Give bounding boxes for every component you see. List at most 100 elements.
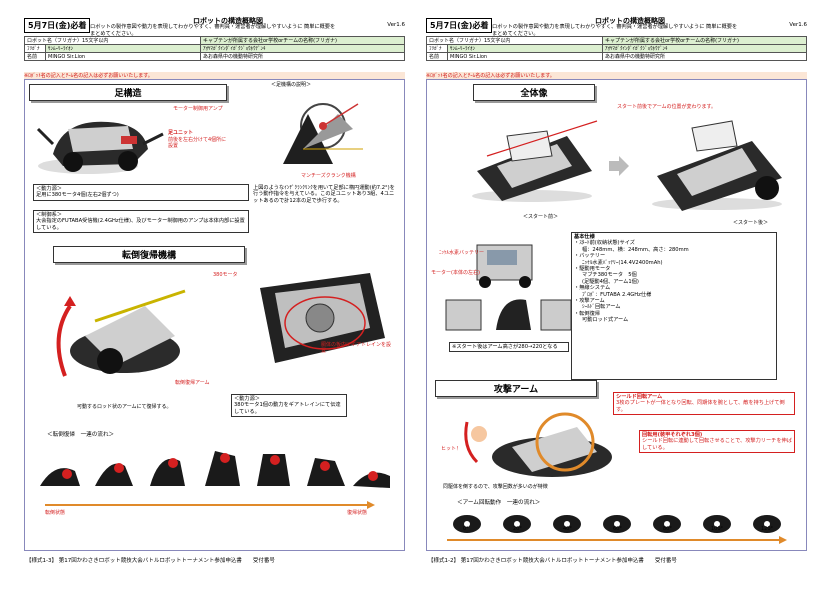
spec-line: ・ｽﾀｰﾄ前(収納状態)サイズ	[574, 240, 635, 247]
team-name: あお森県中の機動特研究所	[602, 52, 807, 61]
page-2: 5月7日(金)必着 ロボットの構造概略図 ロボットの製作意図や動力を表現してわか…	[420, 16, 813, 564]
page-title: ロボットの構造概略図	[595, 17, 665, 25]
spec-line: ﾌﾟﾛﾎﾟ：FUTABA 2.4GHz仕様	[582, 291, 652, 298]
version-label: Ver1.6	[387, 22, 405, 28]
robot-name-header: ロボット名（フリガナ）15文字以内	[24, 36, 201, 45]
angle-80: 80°	[663, 526, 672, 532]
team-furigana: ｱｵﾔﾏｶﾞｸｲﾝﾀﾞｲｶﾞｸｼﾞｮｳﾎｳﾃﾞﾝｷ	[200, 44, 405, 53]
form-footer: 【様式1-2】 第17回かわさきロボット競技大会バトルロボットトーナメント参加申…	[428, 558, 677, 564]
spec-line: ・バッテリー	[574, 253, 606, 260]
shield-title: シールド回転アーム	[616, 394, 663, 400]
team-furigana: ｱｵﾔﾏｶﾞｸｲﾝﾀﾞｲｶﾞｸｼﾞｮｳﾎｳﾃﾞﾝｷ	[602, 44, 807, 53]
leg-unit-note: 前後を左右分けて4個所に設置	[168, 137, 227, 149]
transition-arrow	[609, 156, 629, 176]
crank-diagram	[263, 94, 373, 174]
spec-line: ・駆動用モータ	[574, 266, 611, 273]
gear-train-label: 胴体の板内にギアトレインを設置	[321, 342, 392, 354]
height-note: ※スタート後はアーム高さが280→220となる	[449, 342, 569, 353]
page-title: ロボットの構造概略図	[193, 17, 263, 25]
robot-name: MINGO Sir.Lion	[45, 52, 201, 61]
recovery-end-label: 復帰状態	[347, 510, 368, 516]
team-name-header: キャプテンが所属する会社or学校orチームの名称(フリガナ)	[200, 36, 405, 45]
recovery-power-text: 380モータ1個の動力をギアトレインにて伝達している。	[234, 402, 341, 415]
name-label: 名前	[24, 52, 46, 61]
robot-after-image	[637, 116, 797, 216]
recovery-section-title: 転倒復帰機構	[53, 246, 245, 263]
rotate-title: 回転用(装甲それぞれ3個)	[642, 432, 703, 438]
before-label: ＜スタート前＞	[523, 214, 559, 220]
angle-0: 0°	[463, 526, 469, 532]
recovery-caption: 可動するロッド状のアームにて復帰する。	[77, 404, 172, 410]
leg-unit-label: 足ユニット	[168, 130, 194, 136]
deadline-date: 5月7日(金)必着	[426, 18, 493, 33]
furigana-label: ﾌﾘｶﾞﾅ	[426, 44, 448, 53]
deadline-date: 5月7日(金)必着	[24, 18, 91, 33]
amp-label: モーター制御用アンプ	[173, 106, 223, 112]
battery-label: ﾆｯｹﾙ水素バッテリー	[439, 250, 485, 256]
rotate-box: 回転用(装甲それぞれ3個) シールド回転に連動して回転させることで、攻撃力リーチ…	[639, 430, 795, 454]
angle-100: 100°	[711, 526, 724, 532]
control-title: ＜制御系＞	[36, 212, 62, 218]
recovery-robot-image	[35, 266, 205, 386]
robot-name: MINGO Sir.Lion	[447, 52, 603, 61]
recovery-flow-title: ＜転倒復帰 一連の流れ＞	[47, 432, 115, 438]
shield-text: 3枚のプレートが一体となり回転、同期体を腕として、敵を持ち上げて倒す。	[616, 400, 785, 413]
instruction-note: ロボットの製作意図や動力を表現してわかりやすく、審判員・運営者が理解しやすいよう…	[492, 24, 738, 37]
info-table: ロボット名（フリガナ）15文字以内 キャプテンが所属する会社or学校orチームの…	[426, 36, 807, 61]
content-area: 全体像 スタート前後でアームの位置が変わります。 ＜スタート前＞	[426, 79, 807, 551]
spec-box: 基本仕様 ・ｽﾀｰﾄ前(収納状態)サイズ 幅：248mm、横：248mm、高さ：…	[571, 232, 777, 380]
robot-front-view	[467, 240, 557, 290]
robot-side-views	[441, 290, 581, 340]
spec-line: ・無線システム	[574, 285, 611, 292]
arm-flow-arrow	[447, 536, 787, 544]
angle-60: 60°	[613, 526, 622, 532]
leg-power-text: 足用に380モータ4個(左右2個ずつ)	[36, 192, 119, 199]
gear-closeup-image	[250, 268, 390, 368]
team-name: あお森県中の機動特研究所	[200, 52, 405, 61]
leg-power-title: ＜動力源＞	[36, 186, 62, 192]
name-label: 名前	[426, 52, 448, 61]
recovery-start-label: 転倒状態	[45, 510, 66, 516]
form-footer: 【様式1-3】 第17回かわさきロボット競技大会バトルロボットトーナメント参加申…	[26, 558, 275, 564]
angle-40: 40°	[563, 526, 572, 532]
leg-robot-image	[33, 104, 183, 184]
control-box: ＜制御系＞ 大会指定のFUTABA受信機(2.4GHz仕様)、及びモーター制御用…	[33, 210, 249, 234]
mechanism-title: ＜足機構の説明＞	[271, 82, 312, 88]
recovery-arm-label: 転倒復帰アーム	[175, 380, 210, 386]
spec-line: 可動ロッド式アーム	[582, 317, 629, 324]
page-1: 5月7日(金)必着 ロボットの構造概略図 ロボットの製作意図や動力を表現してわか…	[18, 16, 411, 564]
info-table: ロボット名（フリガナ）15文字以内 キャプテンが所属する会社or学校orチームの…	[24, 36, 405, 61]
attack-robot-image	[457, 402, 627, 482]
shield-box: シールド回転アーム 3枚のプレートが一体となり回転、同期体を腕として、敵を持ち上…	[613, 392, 795, 416]
control-text: 大会指定のFUTABA受信機(2.4GHz仕様)、及びモーター制御用のアンプは本…	[36, 218, 245, 231]
recovery-power-box: ＜動力源＞ 380モータ1個の動力をギアトレインにて伝達している。	[231, 394, 347, 418]
instruction-note: ロボットの製作意図や動力を表現してわかりやすく、審判員・運営者が理解しやすいよう…	[90, 24, 336, 37]
recovery-sequence	[35, 446, 395, 496]
warning-note: ※ﾛﾎﾞｯﾄ名の記入とﾁｰﾑ名の記入は必ずお願いいたします。	[24, 72, 405, 79]
arm-sequence	[447, 510, 787, 538]
overview-section-title: 全体像	[473, 84, 595, 101]
arm-flow-title: ＜アーム回転動作 一連の流れ＞	[457, 500, 541, 506]
robot-name-header: ロボット名（フリガナ）15文字以内	[426, 36, 603, 45]
version-label: Ver1.6	[789, 22, 807, 28]
spec-line: ・転倒復帰	[574, 310, 600, 317]
spec-title: 基本仕様	[574, 234, 595, 240]
warning-note: ※ﾛﾎﾞｯﾄ名の記入とﾁｰﾑ名の記入は必ずお願いいたします。	[426, 72, 807, 79]
spec-line: ｼｰﾙﾄﾞ回転アーム	[582, 304, 621, 311]
recovery-power-title: ＜動力源＞	[234, 396, 260, 402]
robot-furigana: ｻﾝﾑｰﾘｰﾗｲｵﾝ	[447, 44, 603, 53]
spec-line: (足駆動4個、アーム1個)	[582, 278, 639, 285]
angle-20: 20°	[513, 526, 522, 532]
furigana-label: ﾌﾘｶﾞﾅ	[24, 44, 46, 53]
recovery-flow-arrow	[45, 500, 375, 510]
spec-line: 幅：248mm、横：248mm、高さ：280mm	[582, 246, 689, 253]
hit-label: ヒット！	[441, 446, 462, 452]
crank-label: マンチーズクランク機構	[301, 173, 356, 179]
content-area: 足構造 モーター制御用アンプ 足ユニット 前後を左右分けて4個所に設置 ＜足機構…	[24, 79, 405, 551]
spec-line: ・攻撃アーム	[574, 298, 605, 305]
angle-120: 120°	[761, 526, 774, 532]
rotate-text: シールド回転に連動して回転させることで、攻撃力リーチを伸ばしている。	[642, 438, 792, 451]
leg-section-title: 足構造	[29, 84, 227, 101]
robot-before-image	[457, 116, 607, 206]
leg-power-box: ＜動力源＞ 足用に380モータ4個(左右2個ずつ)	[33, 184, 249, 201]
